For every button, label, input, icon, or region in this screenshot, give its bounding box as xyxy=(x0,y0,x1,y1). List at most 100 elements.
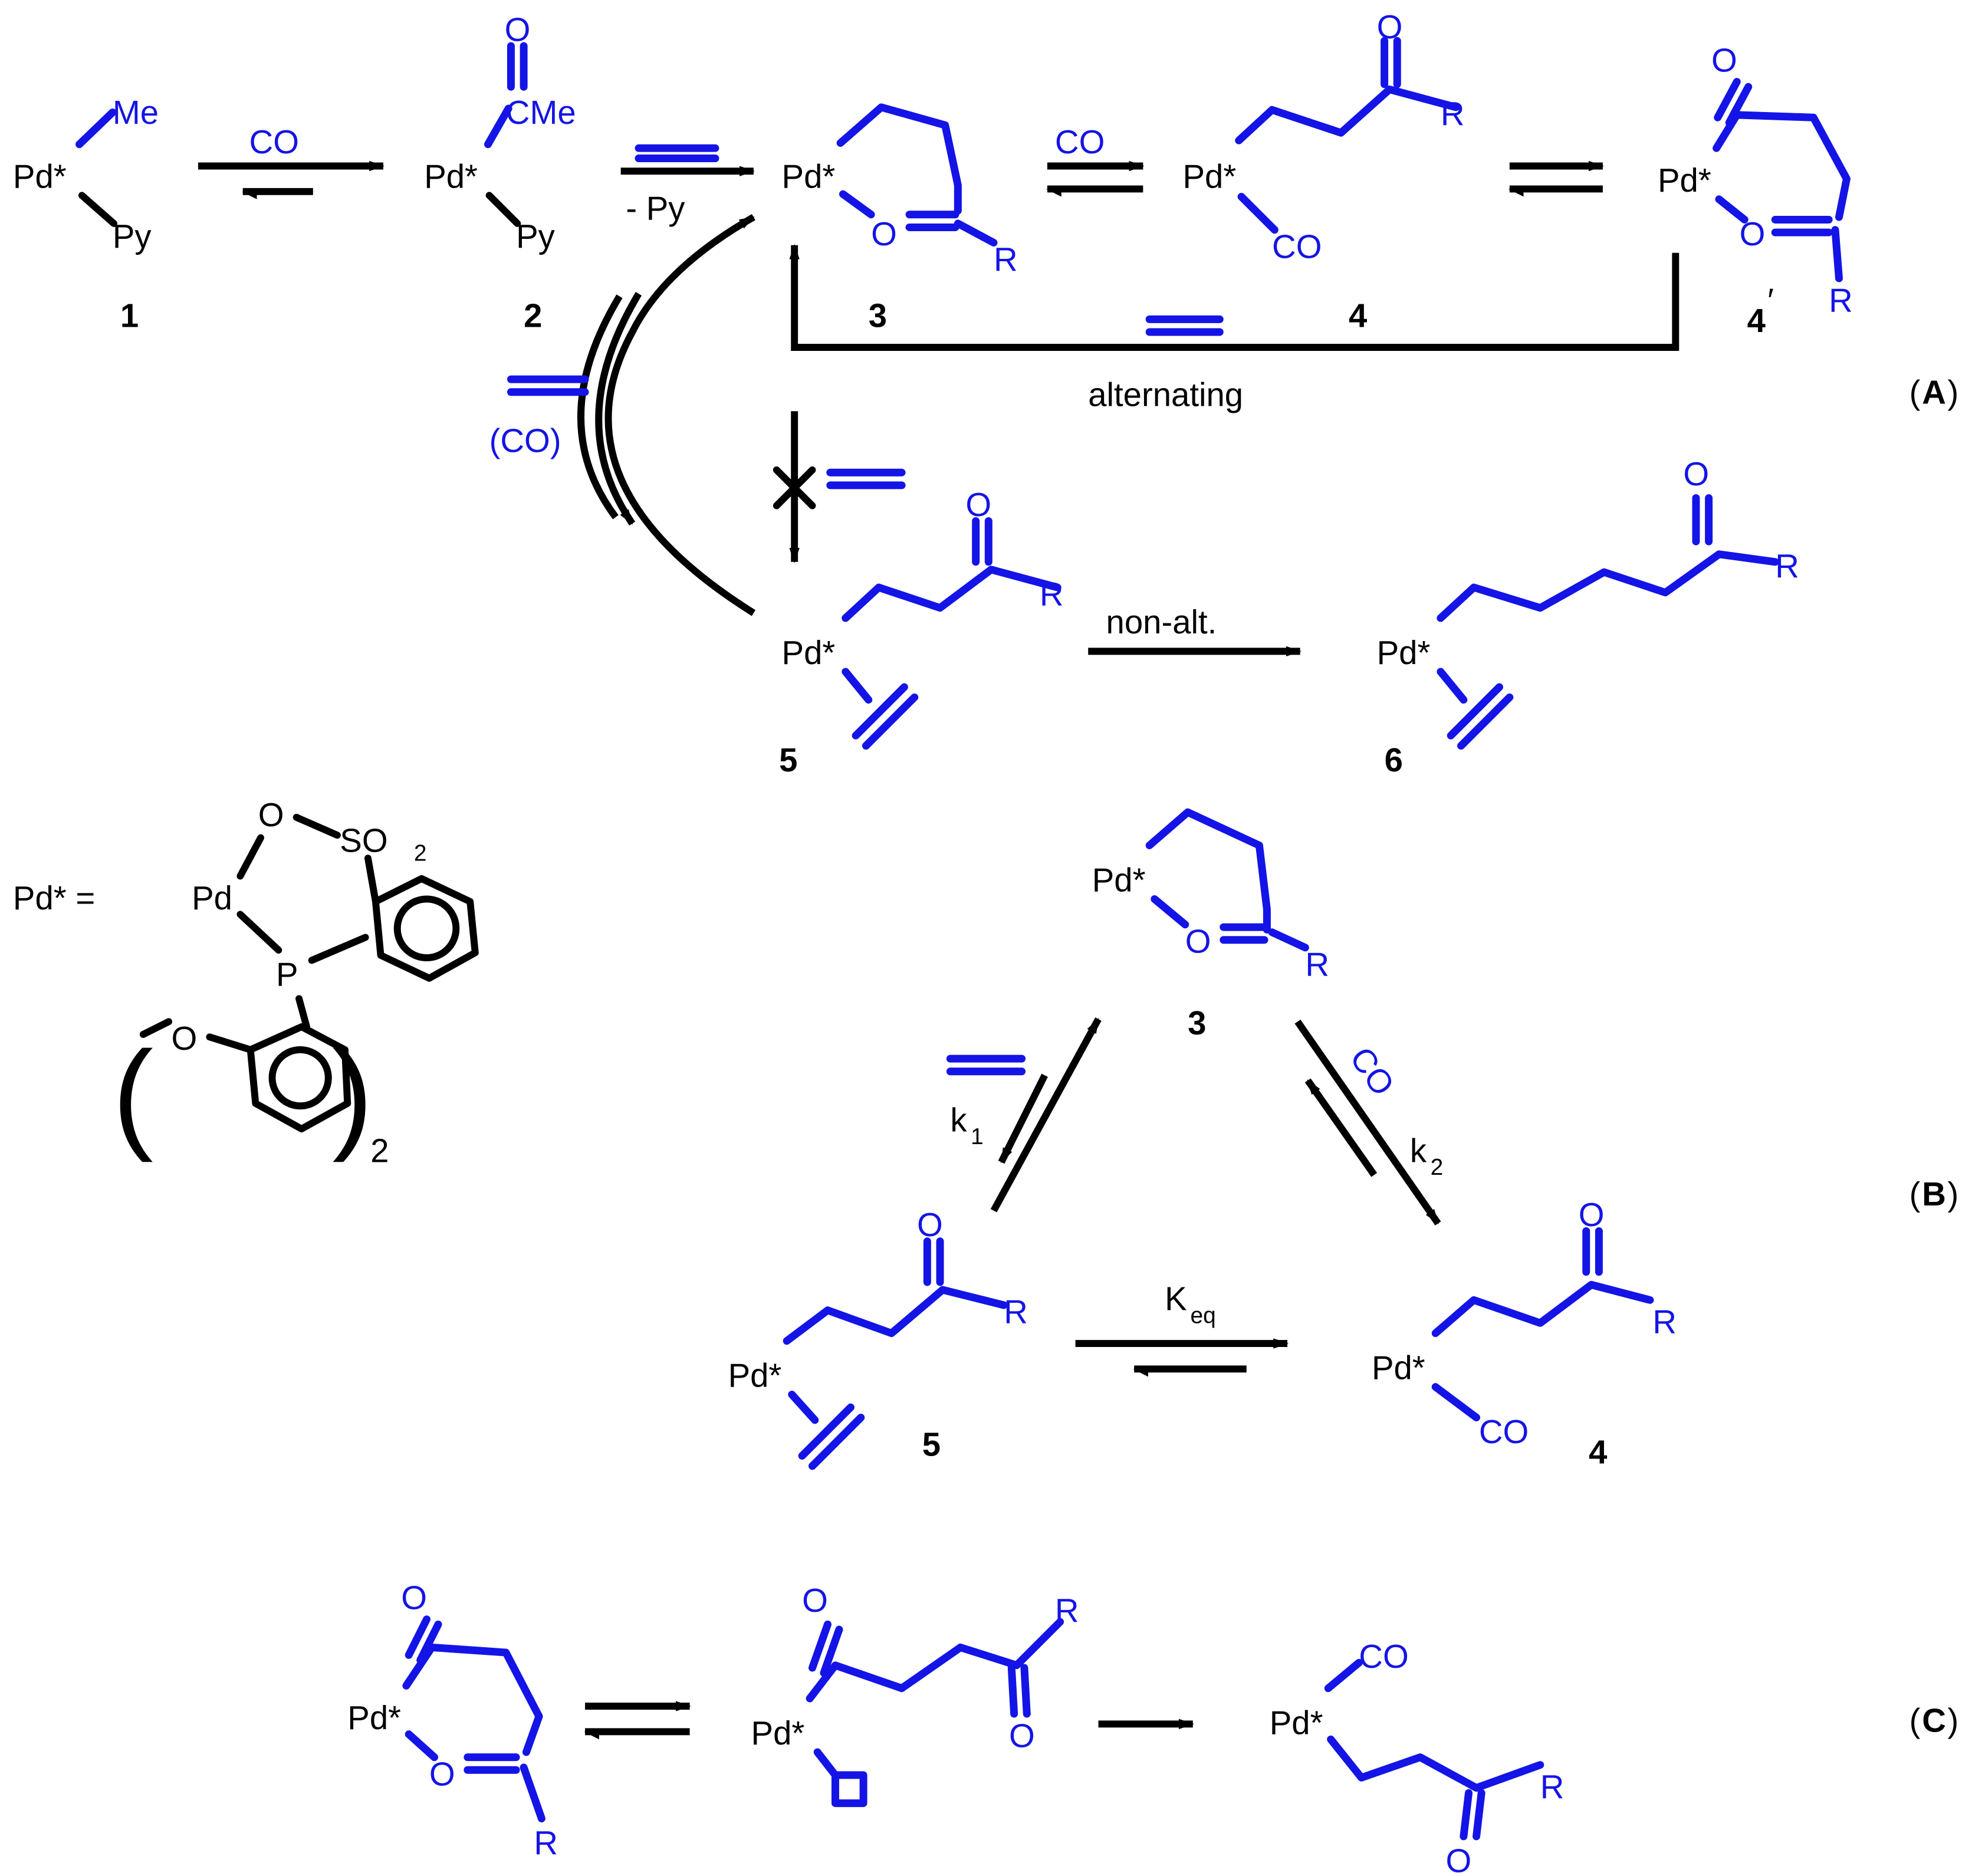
rate-constant-k2: k xyxy=(1410,1132,1427,1169)
atom-o: O xyxy=(1446,1842,1472,1876)
atom-r: R xyxy=(1829,281,1853,318)
compound-4-b: Pd* O R CO 4 xyxy=(1372,1196,1677,1471)
atom-r: R xyxy=(1775,547,1799,584)
bond xyxy=(295,995,310,1030)
bond xyxy=(1437,668,1468,704)
bond xyxy=(842,668,873,704)
atom-o: O xyxy=(1683,455,1709,492)
arrow-label-co: CO xyxy=(1343,1040,1402,1102)
arrow xyxy=(1304,1078,1378,1177)
atom-o: O xyxy=(1377,8,1403,45)
atom-pd: Pd* xyxy=(347,1699,401,1736)
bond xyxy=(954,219,998,247)
atom-o: O xyxy=(1009,1717,1035,1754)
bond xyxy=(484,104,512,149)
ethylene-ligand-icon xyxy=(862,693,919,750)
arrow xyxy=(604,213,756,616)
subscript-2: 2 xyxy=(1431,1155,1444,1180)
compound-1: Pd* Me Py 1 xyxy=(13,94,159,334)
bond xyxy=(839,190,875,219)
anisyl-ring xyxy=(246,1023,351,1133)
atom-co: CO xyxy=(1479,1413,1529,1450)
bond xyxy=(820,1625,843,1677)
bond xyxy=(1237,192,1278,234)
compound-label-3: 3 xyxy=(1188,1004,1206,1042)
paren-close: ) xyxy=(1948,373,1959,410)
bond xyxy=(485,192,521,227)
subscript-1: 1 xyxy=(971,1124,984,1149)
bond xyxy=(308,934,369,964)
compound-label-4: 4 xyxy=(1589,1434,1607,1471)
compound-label-5: 5 xyxy=(922,1426,941,1463)
curved-arrows-3-5: (CO) xyxy=(489,213,756,616)
compound-6: Pd* O R 6 xyxy=(1377,455,1799,778)
arrow-label-alternating: alternating xyxy=(1088,376,1243,413)
panel-label-c: ( C ) xyxy=(1909,1701,1959,1739)
equilibrium-arrow-1-2: CO xyxy=(198,123,385,199)
atom-o: O xyxy=(1579,1196,1605,1233)
panel-label-a: ( A ) xyxy=(1909,373,1959,410)
compound-label-4: 4 xyxy=(1349,297,1367,334)
bond xyxy=(1020,1664,1031,1718)
compound-label-1: 1 xyxy=(120,297,139,334)
pd-catalyst-definition: Pd* = Pd O SO 2 P O ( ) 2 xyxy=(13,796,479,1169)
atom-o: O xyxy=(171,1020,197,1057)
methyl-bond xyxy=(139,1018,173,1038)
atom-o: O xyxy=(258,796,284,833)
atom-cme: CMe xyxy=(506,94,576,131)
bond xyxy=(1437,550,1779,622)
prime-mark: ′ xyxy=(1767,281,1774,318)
bond xyxy=(78,192,117,227)
compound-5: Pd* O R 5 xyxy=(779,486,1063,778)
atom-pd: Pd* xyxy=(751,1714,805,1752)
atom-pd: Pd* xyxy=(1658,162,1711,199)
bond xyxy=(788,1391,819,1424)
compound-label-5: 5 xyxy=(779,741,797,778)
bond xyxy=(1831,226,1843,282)
bond xyxy=(405,1615,431,1659)
atom-o: O xyxy=(1185,922,1211,960)
atom-pd: Pd* xyxy=(1372,1349,1425,1387)
atom-pd: Pd* xyxy=(13,157,67,195)
bond xyxy=(1431,1280,1654,1338)
atom-r: R xyxy=(1441,95,1465,132)
bond xyxy=(1151,895,1189,929)
atom-r: R xyxy=(1040,575,1064,612)
atom-r: R xyxy=(1055,1592,1079,1629)
atom-o: O xyxy=(965,486,991,523)
compound-label-4-prime: 4 xyxy=(1747,302,1766,339)
panel-letter-b: B xyxy=(1922,1175,1946,1213)
bond xyxy=(1431,1383,1481,1422)
alternating-arrow: alternating xyxy=(789,244,1680,413)
paren-open: ( xyxy=(1909,1701,1921,1739)
bond xyxy=(292,813,341,839)
atom-pd: Pd* xyxy=(424,157,478,195)
equilibrium-arrow-4-4prime xyxy=(1508,160,1605,197)
atom-o: O xyxy=(871,215,897,252)
arrow-label-co: CO xyxy=(1055,123,1105,160)
arrow-label-paren-co: (CO) xyxy=(489,422,561,459)
atom-py: Py xyxy=(516,218,556,255)
blocked-arrow-3-5 xyxy=(773,411,906,563)
subscript-eq: eq xyxy=(1190,1303,1215,1328)
compound-3-b: Pd* O R 3 xyxy=(1092,808,1329,1042)
benzene-ring xyxy=(393,895,460,962)
atom-r: R xyxy=(1652,1303,1677,1341)
atom-r: R xyxy=(1305,945,1329,983)
compound-3: Pd* O R 3 xyxy=(782,103,1018,334)
bond xyxy=(1007,1664,1018,1718)
paren-open: ( xyxy=(113,1026,153,1163)
paren-open: ( xyxy=(1909,373,1921,410)
compound-c-open-site: Pd* O R O xyxy=(751,1582,1079,1808)
panel-label-b: ( B ) xyxy=(1909,1175,1959,1213)
bond xyxy=(1324,1658,1363,1693)
pd-equals-label: Pd* = xyxy=(13,879,95,916)
arrow xyxy=(789,244,1680,351)
bond xyxy=(842,566,1061,622)
arrow-5-6: non-alt. xyxy=(1088,603,1301,657)
panel-letter-a: A xyxy=(1922,373,1946,410)
atom-p: P xyxy=(276,956,298,993)
bond xyxy=(75,109,117,149)
bond xyxy=(236,911,282,954)
